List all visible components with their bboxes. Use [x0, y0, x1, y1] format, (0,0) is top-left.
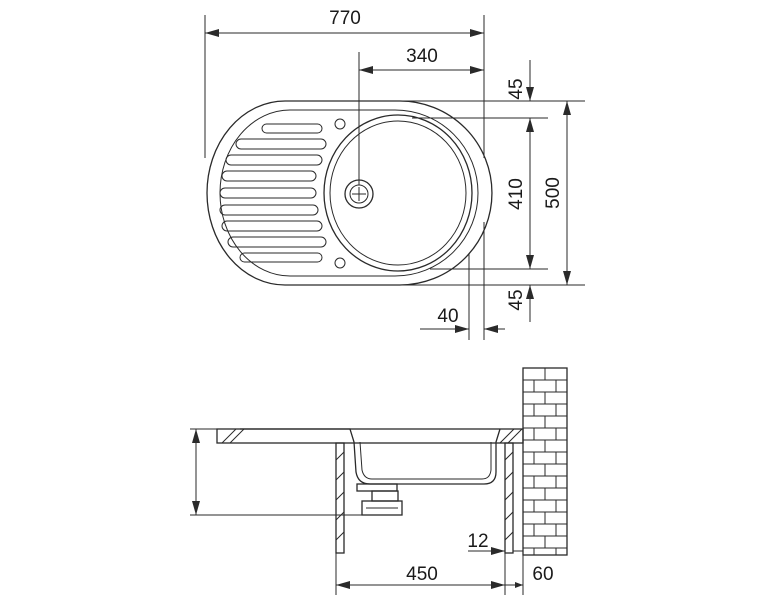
drain-trap	[356, 483, 403, 516]
tap-hole-bottom	[334, 257, 346, 269]
brick-wall	[522, 367, 568, 556]
cabinet-right-panel	[504, 442, 514, 554]
dim-bowl-depth: 410	[506, 178, 527, 210]
bowl-inner	[329, 120, 467, 266]
cabinet-left-panel	[335, 442, 345, 554]
dim-cabinet-width: 450	[406, 564, 438, 585]
bowl	[323, 114, 473, 272]
sink-profile	[240, 428, 501, 485]
dim-top-margin: 45	[506, 78, 527, 99]
dim-wall-thickness: 60	[532, 564, 553, 585]
top-view: 770 340 45 410 500 45	[204, 8, 585, 340]
dim-bottom-margin: 45	[506, 289, 527, 310]
dim-drain-offset: 340	[406, 46, 438, 67]
sink-outline	[206, 100, 493, 286]
side-view: 12 450 60	[190, 367, 568, 595]
drainboard-ribs	[219, 123, 327, 263]
sink-inner-rim	[219, 109, 479, 277]
dim-edge-offset: 40	[437, 306, 458, 327]
dim-wall-gap: 12	[467, 531, 488, 552]
tap-hole-top	[334, 118, 346, 130]
dim-overall-depth: 500	[543, 177, 564, 209]
dim-overall-width: 770	[329, 8, 361, 29]
